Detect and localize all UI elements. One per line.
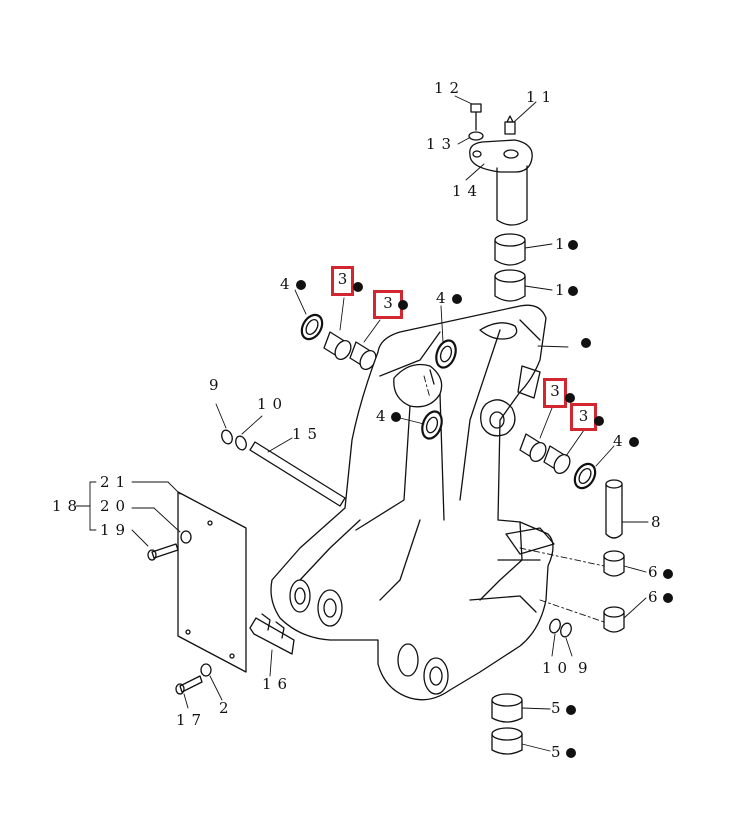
marker-dot xyxy=(296,280,306,290)
washer-20 xyxy=(181,531,191,543)
bush-6-upper xyxy=(604,551,624,576)
rod-15 xyxy=(250,442,345,506)
label-4-top: 4 xyxy=(436,289,452,307)
grease-nipple-11 xyxy=(505,116,515,134)
marker-dot xyxy=(353,282,363,292)
marker-dot xyxy=(594,416,604,426)
bush-1-upper xyxy=(495,234,525,265)
seal-4-left xyxy=(298,311,327,343)
marker-dot xyxy=(568,240,578,250)
label-21: 21 xyxy=(100,473,132,491)
bush-3-left-a xyxy=(324,332,354,362)
label-20: 20 xyxy=(100,497,132,515)
label-8: 8 xyxy=(651,513,667,531)
bush-6-lower xyxy=(604,607,624,632)
swing-frame xyxy=(271,305,554,700)
seal-4-mid xyxy=(419,409,445,441)
bush-5-upper xyxy=(492,694,522,722)
seal-4-right xyxy=(571,460,600,492)
label-14: 14 xyxy=(452,182,484,200)
label-2: 2 xyxy=(219,699,235,717)
washer-10-right xyxy=(548,618,562,635)
highlight-box-3-right-a: 3 xyxy=(543,378,567,408)
bush-5-lower xyxy=(492,728,522,754)
label-12: 12 xyxy=(434,79,466,97)
label-6-lower: 6 xyxy=(648,588,664,606)
label-9-right: 9 xyxy=(578,659,594,677)
marker-dot xyxy=(568,286,578,296)
bush-1-lower xyxy=(495,270,525,301)
label-4-mid: 4 xyxy=(376,407,392,425)
label-15: 15 xyxy=(292,425,324,443)
marker-dot xyxy=(398,300,408,310)
marker-dot xyxy=(663,593,673,603)
seal-4-top xyxy=(433,338,459,370)
label-6-upper: 6 xyxy=(648,563,664,581)
washer-2 xyxy=(201,664,211,676)
label-13: 13 xyxy=(426,135,458,153)
highlight-box-3-left-a: 3 xyxy=(331,266,354,296)
washer-9-right xyxy=(559,622,573,639)
bracket-16 xyxy=(250,614,294,654)
marker-dot xyxy=(629,437,639,447)
marker-dot xyxy=(663,569,673,579)
marker-dot xyxy=(565,393,575,403)
label-5-lower: 5 xyxy=(551,743,567,761)
label-1-lower: 1 xyxy=(555,281,571,299)
marker-dot xyxy=(391,412,401,422)
washer-13 xyxy=(469,132,483,140)
label-19: 19 xyxy=(100,521,132,539)
marker-dot xyxy=(566,748,576,758)
bush-3-left-b xyxy=(350,342,379,372)
pin-8 xyxy=(606,480,622,538)
pin-plate-14 xyxy=(470,140,532,225)
bush-3-right-a xyxy=(520,434,549,464)
label-9-left: 9 xyxy=(209,376,225,394)
marker-dot xyxy=(566,705,576,715)
label-1-upper: 1 xyxy=(555,235,571,253)
bolt-17 xyxy=(176,676,202,694)
washer-10-left xyxy=(234,435,248,452)
washer-9-left xyxy=(220,429,234,446)
label-11: 11 xyxy=(526,88,558,106)
label-4-left: 4 xyxy=(280,275,296,293)
label-5-upper: 5 xyxy=(551,699,567,717)
label-10-right: 10 xyxy=(542,659,574,677)
label-17: 17 xyxy=(176,711,208,729)
label-16: 16 xyxy=(262,675,294,693)
label-10-left: 10 xyxy=(257,395,289,413)
marker-dot xyxy=(581,338,591,348)
cover-plate-21 xyxy=(178,492,246,672)
label-4-right: 4 xyxy=(613,432,629,450)
label-18: 18 xyxy=(52,497,84,515)
marker-dot xyxy=(452,294,462,304)
bolt-12 xyxy=(471,104,481,130)
highlight-box-3-right-b: 3 xyxy=(570,403,597,431)
bolt-19 xyxy=(148,544,178,560)
bush-3-right-b xyxy=(544,446,573,476)
